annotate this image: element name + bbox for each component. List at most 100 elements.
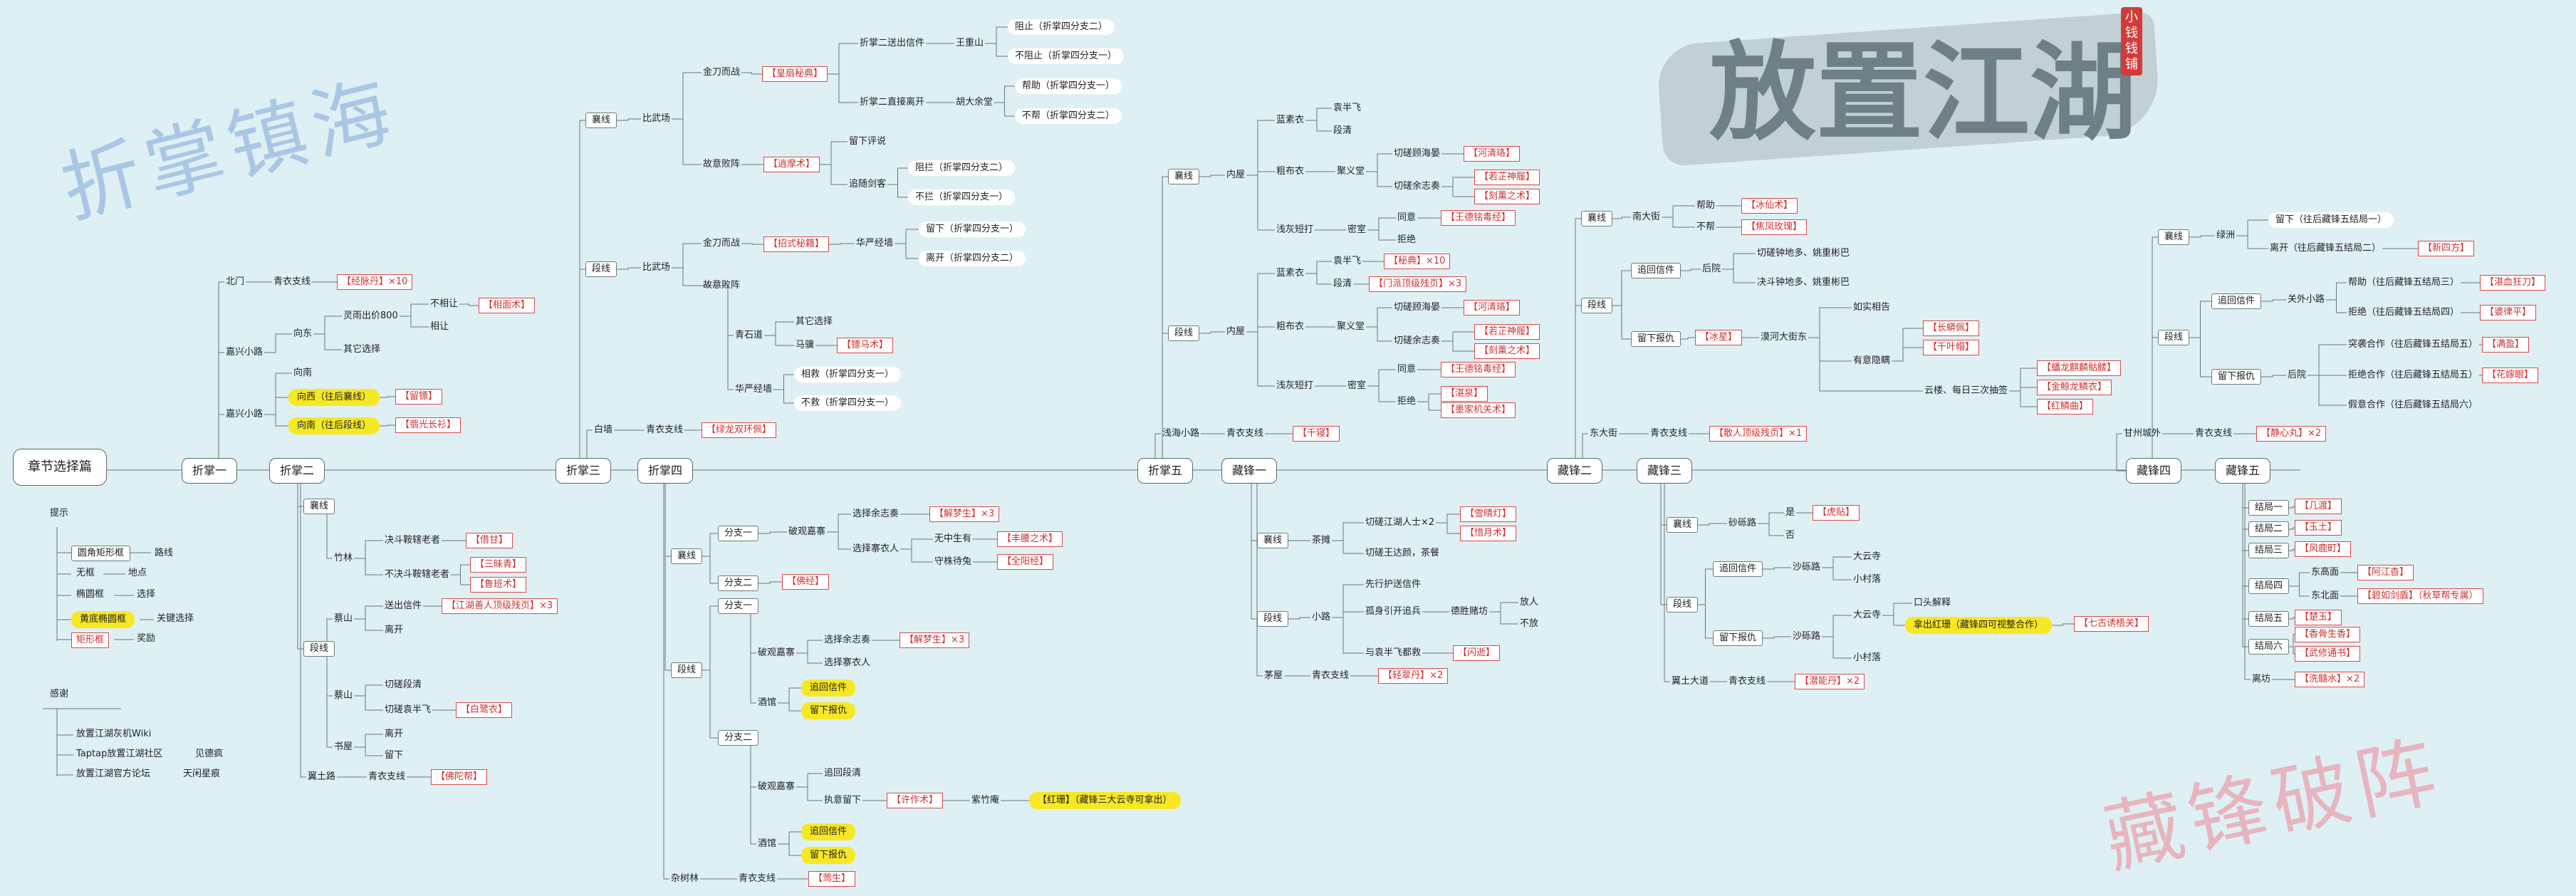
node-tip_c: 椭圆框 (76, 589, 105, 600)
connector (985, 26, 1008, 44)
connector (354, 734, 383, 748)
node-i3: 翼土大道 (1672, 676, 1709, 687)
connector (1612, 270, 1631, 306)
connector (1246, 171, 1275, 176)
node-e2: 段线 (671, 662, 703, 678)
logo-title: 放置江湖 (1709, 30, 2137, 155)
node-f2: 段线 (1168, 325, 1200, 341)
connector (778, 687, 801, 704)
connector (1332, 522, 1364, 541)
connector (1441, 331, 1474, 342)
node-b2b: 蔡山 (334, 690, 353, 701)
node-i2b: 留下报仇 (1713, 630, 1763, 646)
node-b1a1: 决斗鞍辖老者 (385, 535, 441, 546)
node-f2a3: 浅灰短打 (1276, 380, 1314, 391)
connector (672, 72, 702, 120)
connector (400, 303, 429, 317)
node-g1: 襄线 (1257, 533, 1289, 548)
node-d1a1b1a: 帮助（折掌四分支一） (1015, 78, 1122, 94)
node-g2a2a1: 放人 (1520, 597, 1539, 608)
node-f3: 浅海小路 (1162, 428, 1200, 439)
node-e1a1: 破观嘉寨 (788, 526, 826, 537)
node-f2a3a: 密室 (1347, 380, 1367, 391)
connector (313, 333, 342, 350)
connector (828, 43, 858, 75)
connector (1366, 171, 1392, 187)
node-e2b2a: 追回信件 (801, 823, 856, 840)
node-j2b1c: 假意合作（往后藏锋五结局六） (2348, 400, 2478, 410)
node-j1a: 绿洲 (2216, 230, 2236, 241)
connector (796, 640, 823, 654)
connector (2326, 282, 2347, 301)
node-e1a1b: 选择寨衣人 (852, 543, 899, 554)
node-e2a: 分支一 (718, 598, 759, 614)
connector (895, 243, 919, 259)
node-j2: 段线 (2158, 330, 2190, 345)
node-b2a: 蔡山 (334, 613, 353, 624)
connector (2009, 387, 2037, 392)
node-e1a: 分支一 (718, 526, 759, 541)
node-a2a: 向东 (293, 328, 313, 339)
connector (2308, 344, 2347, 376)
connector (1221, 470, 1263, 677)
node-k6: 结局六 (2248, 639, 2290, 655)
node-b2: 段线 (303, 641, 335, 657)
connector (796, 786, 823, 801)
node-f1a1a: 袁半飞 (1333, 103, 1362, 113)
node-a3a: 向南 (293, 368, 313, 378)
node-d3ar: 【绿龙双环佩】 (702, 422, 777, 438)
node-e1a1a: 选择余志奏 (852, 509, 899, 519)
node-f2a2a2r1: 【若芷神履】 (1474, 324, 1540, 340)
connector (778, 702, 801, 712)
node-k6r1: 【香骨生香】 (2295, 627, 2361, 642)
node-h2b1br2: 【千叶帽】 (1923, 340, 1980, 355)
node-f2a: 内屋 (1226, 326, 1246, 337)
node-g1a1r2: 【惜月术】 (1460, 526, 1517, 541)
connector (264, 373, 292, 415)
node-c3: 折掌三 (556, 458, 612, 484)
connector (1199, 331, 1225, 334)
connector (1763, 636, 1791, 639)
node-h2a1b: 决斗钟地多、姚重彬巴 (1757, 277, 1850, 288)
connector (1305, 108, 1332, 121)
node-k4: 结局四 (2248, 578, 2290, 594)
node-d3: 白墙 (594, 424, 613, 435)
connector (2289, 634, 2295, 647)
node-j2a: 追回信件 (2211, 293, 2262, 309)
connector (1288, 617, 1310, 620)
connector (994, 102, 1015, 117)
connector (994, 85, 1015, 103)
connector (1892, 347, 1923, 362)
connector (1808, 337, 1852, 362)
connector (2289, 617, 2295, 620)
node-c4: 折掌四 (637, 458, 694, 484)
node-k4b: 东北面 (2311, 590, 2340, 601)
node-h2b1cr1: 【蟠龙麒麟骷髅】 (2037, 360, 2122, 376)
node-e2b1br: 【许作术】 (887, 793, 944, 808)
node-h2b1: 漠河大街东 (1761, 332, 1808, 343)
node-d1a1r: 【皇扇秘典】 (762, 66, 828, 82)
node-i2a1a: 大云寺 (1853, 551, 1882, 562)
node-tip_e: 矩形框 (71, 632, 110, 648)
node-k1: 结局一 (2248, 500, 2290, 516)
connector (1698, 523, 1727, 526)
node-i3ar: 【潜能丹】×2 (1795, 674, 1865, 689)
node-j2b1br: 【花嫁眼】 (2482, 368, 2539, 383)
connector (1332, 540, 1364, 554)
connector (773, 389, 794, 404)
connector (56, 527, 71, 641)
connector (1246, 120, 1275, 176)
connector (2215, 470, 2248, 620)
node-i3a: 青衣支线 (1728, 676, 1766, 687)
connector (985, 43, 1008, 57)
connector (354, 540, 383, 559)
connector (556, 120, 585, 472)
node-f1a2a1: 切磋顾海晏 (1394, 148, 1441, 159)
node-root: 章节选择篇 (13, 449, 107, 486)
node-f1a2a2r2: 【刻薰之术】 (1474, 189, 1540, 204)
node-j1: 襄线 (2158, 229, 2190, 245)
node-d2a2: 故意败阵 (703, 280, 741, 291)
connector (702, 670, 718, 739)
connector (1332, 617, 1364, 654)
connector (2289, 506, 2295, 509)
